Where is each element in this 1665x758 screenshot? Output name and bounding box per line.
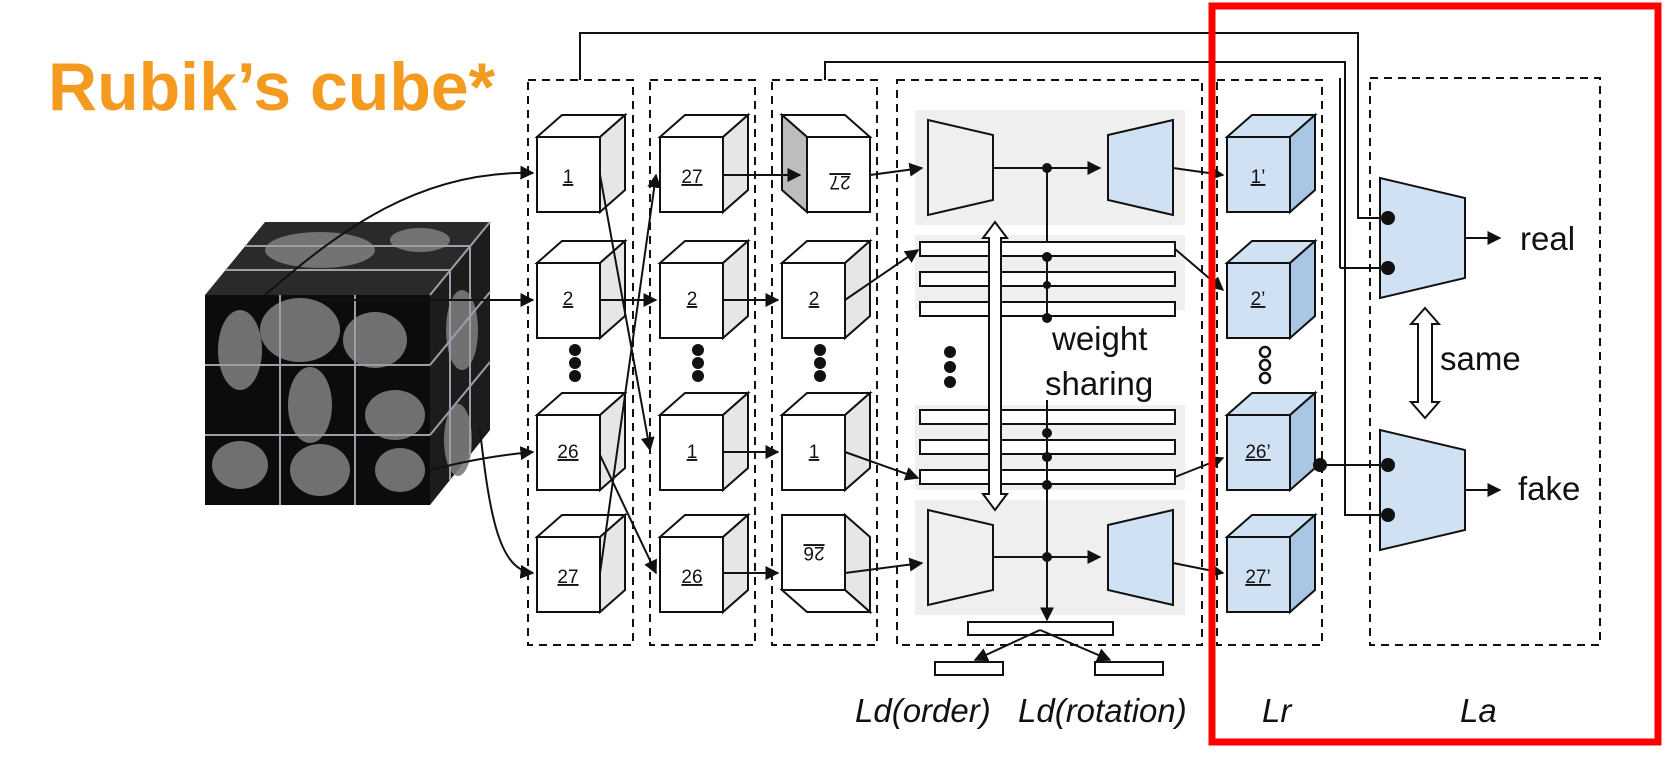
cube-rot-2: 2 [779, 238, 873, 341]
same-label: same [1440, 340, 1521, 377]
cube-2: 2 [534, 238, 628, 341]
cube-out-26: 26’ [1224, 390, 1318, 493]
svg-text:26: 26 [557, 442, 578, 463]
cube-out-2: 2’ [1224, 238, 1318, 341]
weight-sharing-arrow [981, 220, 1009, 512]
highlight-box [1208, 2, 1662, 746]
svg-text:26’: 26’ [1245, 442, 1270, 463]
loss-adv-label: La [1460, 692, 1497, 729]
ellipsis-dots-2 [692, 344, 704, 382]
loss-rotation-label: Ld(rotation) [1018, 692, 1187, 729]
svg-text:2: 2 [809, 289, 820, 310]
title: Rubik’s cube* [48, 49, 496, 125]
svg-text:26: 26 [803, 542, 824, 563]
svg-text:27: 27 [681, 167, 702, 188]
svg-text:1: 1 [809, 442, 820, 463]
same-arrow [1408, 306, 1442, 420]
svg-text:1’: 1’ [1251, 167, 1266, 188]
ellipsis-hollow [1258, 345, 1272, 385]
svg-text:1: 1 [563, 167, 574, 188]
svg-text:26: 26 [681, 567, 702, 588]
loss-recon-label: Lr [1262, 692, 1293, 729]
cube-rot-27: 27 [779, 112, 873, 215]
fake-label: fake [1518, 470, 1580, 507]
column-reordered: 27 2 1 26 [657, 112, 751, 615]
cube-r-2: 2 [657, 238, 751, 341]
loss-order-label: Ld(order) [855, 692, 991, 729]
sharing-label: sharing [1045, 365, 1153, 402]
cube-rot-26: 26 [779, 512, 873, 615]
cube-r-26: 26 [657, 512, 751, 615]
svg-text:2’: 2’ [1251, 289, 1266, 310]
svg-text:1: 1 [687, 442, 698, 463]
cube-out-27: 27’ [1224, 512, 1318, 615]
column-reconstructed: 1’ 2’ 26’ 27’ [1224, 112, 1318, 615]
svg-text:27: 27 [557, 567, 578, 588]
weight-label: weight [1051, 320, 1147, 357]
cube-rot-1: 1 [779, 390, 873, 493]
dashed-groups [527, 77, 1601, 646]
svg-text:2: 2 [687, 289, 698, 310]
column-original: 1 2 26 27 [534, 112, 628, 615]
cube-1: 1 [534, 112, 628, 215]
shared-network: weight sharing [915, 110, 1185, 676]
brain-cube-image [205, 221, 491, 505]
svg-text:27: 27 [829, 171, 850, 192]
discriminators: real fake same [1313, 176, 1580, 552]
column-rotated: 27 2 1 26 [779, 112, 873, 615]
svg-text:27’: 27’ [1245, 567, 1270, 588]
cube-out-1: 1’ [1224, 112, 1318, 215]
cube-27: 27 [534, 512, 628, 615]
real-label: real [1520, 220, 1575, 257]
cube-r-1: 1 [657, 390, 751, 493]
ellipsis-dots-3 [814, 344, 826, 382]
cube-r-27: 27 [657, 112, 751, 215]
cube-26: 26 [534, 390, 628, 493]
ellipsis-dots-1 [569, 344, 581, 382]
svg-text:2: 2 [563, 289, 574, 310]
